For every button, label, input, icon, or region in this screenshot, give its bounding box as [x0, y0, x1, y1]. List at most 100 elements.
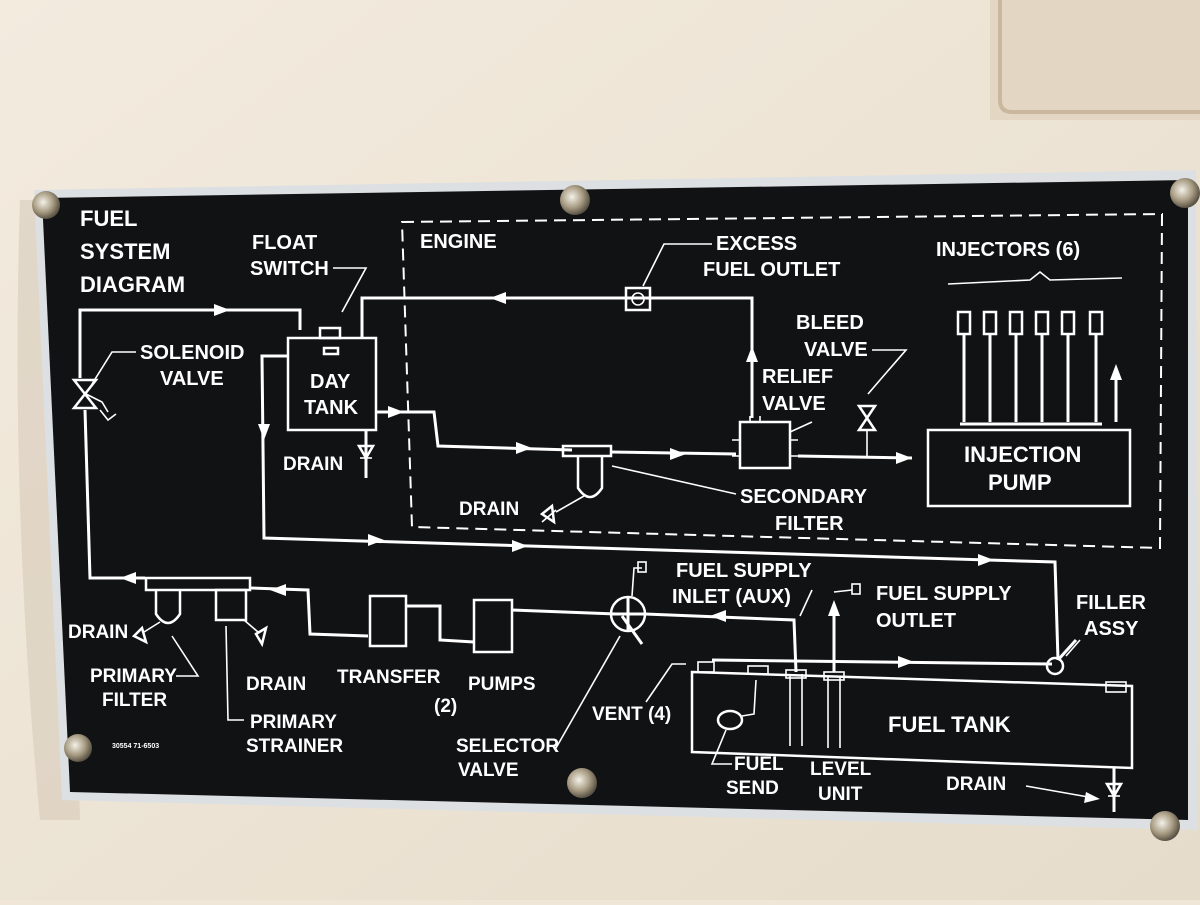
count-label: (2)	[434, 696, 457, 717]
primary-strainer	[214, 588, 248, 622]
float-switch-label: FLOAT	[252, 232, 317, 254]
drain-line	[555, 495, 585, 513]
drain-valve	[1104, 782, 1124, 799]
aux-inlet-line	[631, 567, 642, 597]
bolt	[1170, 178, 1200, 208]
injection-pump	[926, 428, 1132, 508]
leader-line	[333, 267, 368, 313]
flow-arrow	[490, 292, 506, 304]
supply-inlet-label: INLET (AUX)	[672, 586, 791, 608]
flow-arrow	[512, 540, 528, 552]
flow-arrow	[670, 448, 686, 460]
transfer-pump	[368, 594, 408, 648]
supply-line	[511, 608, 617, 616]
injectors-label: INJECTORS (6)	[936, 239, 1080, 261]
drain-label: DRAIN	[246, 674, 306, 695]
flow-arrow	[258, 424, 270, 440]
filter-manifold	[144, 576, 252, 592]
flow-arrow	[120, 572, 136, 584]
return-line	[78, 308, 302, 378]
flow-arrow	[368, 534, 384, 546]
bleed-valve-label: VALVE	[804, 339, 868, 361]
pickup-tubes	[789, 674, 841, 748]
bolt	[560, 185, 590, 215]
secondary-filter-label: SECONDARY	[740, 486, 868, 508]
primary-strainer-label: STRAINER	[246, 736, 343, 757]
drain-valve	[131, 625, 148, 645]
bolt	[1150, 811, 1180, 841]
supply-outlet-label: OUTLET	[876, 610, 956, 632]
leader-line	[799, 589, 813, 617]
filler-neck	[1056, 638, 1078, 662]
secondary-filter	[576, 456, 604, 499]
filler-cap	[1045, 656, 1065, 676]
flow-arrow	[746, 346, 758, 362]
supply-line	[797, 454, 913, 460]
vent-port	[1105, 681, 1127, 693]
injection-pump-label: INJECTION	[964, 442, 1081, 467]
day-tank-label: DAY	[310, 371, 351, 393]
solenoid-label: SOLENOID	[140, 342, 244, 364]
float-switch-label: SWITCH	[250, 258, 329, 280]
selector-valve-label: VALVE	[458, 760, 519, 781]
float-switch-plug	[322, 346, 340, 356]
transfer-pump	[472, 598, 514, 654]
fuel-send-label: SEND	[726, 778, 779, 799]
relief-valve-ports	[732, 416, 798, 457]
flow-arrow	[388, 406, 404, 418]
selector-handle	[620, 615, 644, 645]
vent-label: VENT (4)	[592, 704, 671, 725]
leader-line	[1025, 785, 1095, 799]
fill-line	[711, 658, 1053, 666]
supply-outlet-label: FUEL SUPPLY	[876, 583, 1012, 605]
filler-label: FILLER	[1076, 592, 1147, 614]
leader-line	[1065, 639, 1081, 657]
leader-arrow	[1084, 792, 1100, 803]
vent-port	[697, 661, 715, 673]
feed-line	[260, 354, 1060, 661]
aux-inlet-port	[637, 561, 647, 573]
drain-label: DRAIN	[283, 454, 343, 475]
engine-label: ENGINE	[420, 231, 497, 253]
drain-valve	[539, 503, 556, 525]
outlet-port	[851, 583, 861, 595]
outlet-line	[833, 589, 853, 593]
bleed-valve-label: BLEED	[796, 312, 864, 334]
level-unit-label: UNIT	[818, 784, 863, 805]
injection-pump-label: PUMP	[988, 470, 1052, 495]
secondary-filter-head	[561, 444, 613, 458]
transfer-label: TRANSFER	[337, 667, 441, 688]
flow-arrow	[516, 442, 532, 454]
supply-line	[406, 604, 475, 644]
leader-line	[611, 465, 737, 495]
flow-arrow	[270, 584, 286, 596]
bracket-edge	[998, 0, 1200, 114]
leader-line	[225, 625, 244, 721]
brace	[947, 270, 1123, 285]
leader-line	[867, 349, 908, 395]
secondary-filter-label: FILTER	[775, 513, 844, 535]
flow-arrow	[978, 554, 994, 566]
injectors	[956, 310, 1122, 426]
relief-valve	[738, 420, 792, 470]
pickup-port	[823, 671, 845, 681]
excess-fuel-label: FUEL OUTLET	[703, 259, 840, 281]
flow-arrow	[828, 600, 840, 616]
drain-line	[243, 619, 259, 633]
drain-label: DRAIN	[946, 774, 1006, 795]
bolt	[32, 191, 60, 219]
leader-line	[171, 635, 200, 677]
primary-filter-label: FILTER	[102, 690, 167, 711]
fuel-send-port	[747, 665, 769, 675]
flow-arrow	[896, 452, 912, 464]
fuel-send-unit	[716, 709, 744, 731]
diagram-title: FUEL	[80, 206, 137, 231]
diagram-title: SYSTEM	[80, 239, 170, 264]
drain-valve	[254, 625, 268, 648]
bolt	[64, 734, 92, 762]
flow-arrow	[898, 656, 914, 668]
drain-line	[143, 621, 161, 633]
leader-line	[789, 421, 813, 433]
flow-arrow	[214, 304, 230, 316]
